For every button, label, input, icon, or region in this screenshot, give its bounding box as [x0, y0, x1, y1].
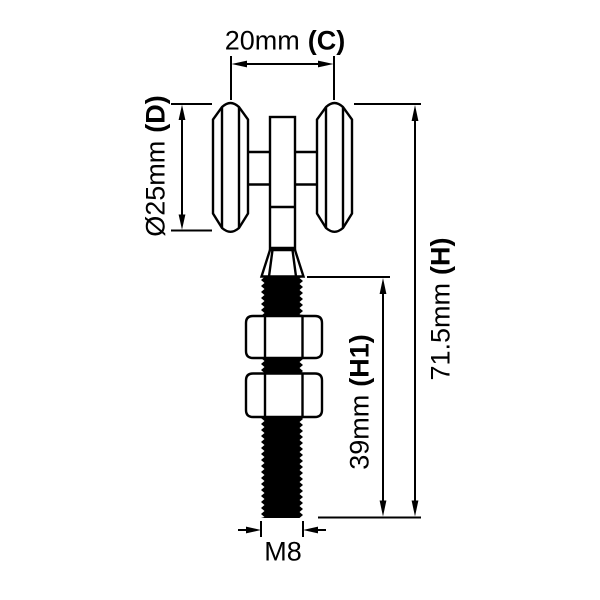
dim-h-lines: [318, 103, 421, 519]
roller-wheel-left: [211, 101, 250, 234]
dim-c-lines: [230, 56, 335, 100]
dim-m8-lines: [238, 521, 326, 537]
dim-h-value: 71.5mm: [425, 282, 456, 381]
dim-d-code: (D): [140, 95, 171, 133]
dim-h1-value: 39mm: [344, 394, 375, 470]
axle-lines: [248, 150, 317, 186]
cone-transition: [259, 248, 306, 278]
thread-size-label: M8: [264, 536, 302, 567]
hanger-body: [268, 115, 297, 252]
roller-wheel-right: [315, 101, 354, 234]
dim-c-value: 20mm: [224, 25, 300, 56]
hex-nut-bottom: [244, 370, 324, 420]
hex-nut-top: [244, 313, 324, 361]
dim-d-lines: [171, 103, 212, 232]
thread-size-value: M8: [264, 536, 302, 567]
dim-d-value: Ø25mm: [140, 140, 171, 237]
dim-label-h1: 39mm (H1): [344, 334, 375, 470]
dim-label-h: 71.5mm (H): [425, 237, 456, 381]
dim-label-d: Ø25mm (D): [140, 95, 171, 237]
dim-h1-code: (H1): [344, 334, 375, 387]
dim-h-code: (H): [425, 237, 456, 275]
dim-c-code: (C): [307, 25, 346, 56]
dim-h1-lines: [307, 276, 390, 517]
dim-label-c: 20mm(C): [224, 25, 346, 56]
